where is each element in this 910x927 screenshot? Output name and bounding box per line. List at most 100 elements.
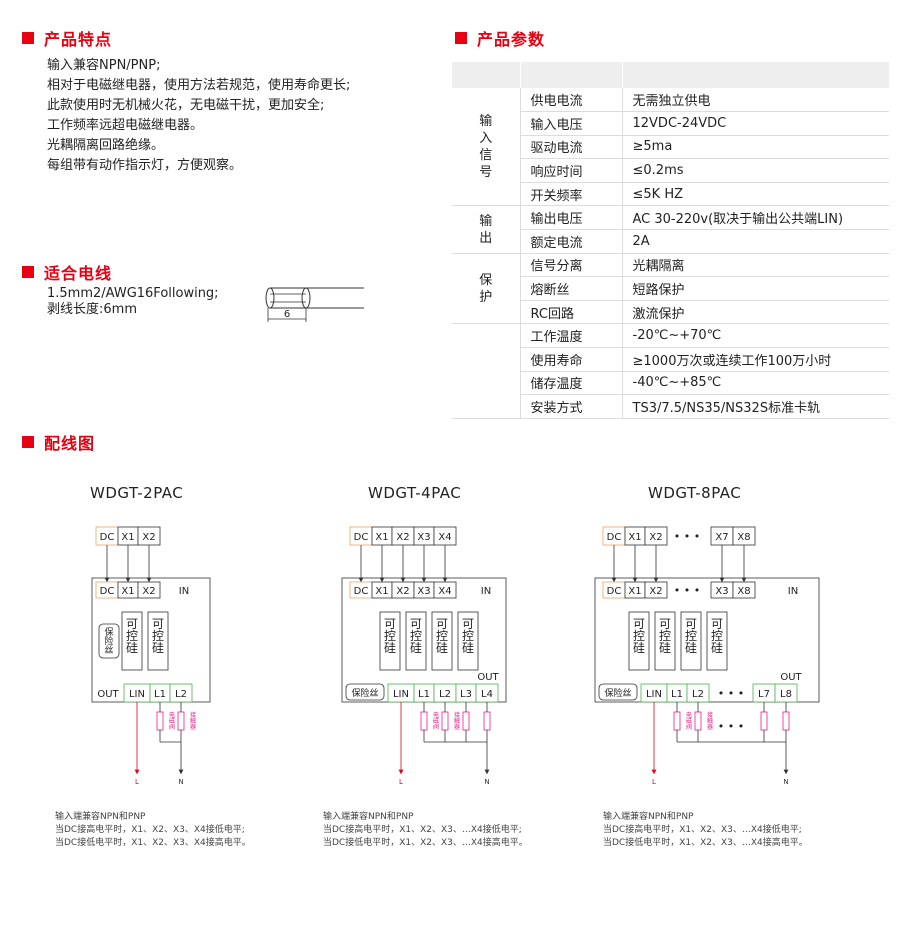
feature-item: 相对于电磁继电器，使用方法若规范，使用寿命更长;: [47, 78, 351, 93]
coil-box: [782, 711, 790, 731]
scr-label: 可: [659, 617, 671, 631]
coil-box: [673, 711, 681, 731]
ellipsis: • • •: [718, 720, 744, 733]
scr-label: 可: [462, 617, 474, 631]
diagram-label: X1: [375, 586, 388, 597]
scr-label: 硅: [711, 641, 723, 655]
fuse-box: [345, 683, 385, 701]
diagram-label: L2: [175, 689, 187, 700]
table-row: 驱动电流≥5ma: [452, 135, 889, 160]
scr-label: 可: [126, 617, 138, 631]
scr-module: [706, 611, 728, 671]
coil-box: [462, 711, 470, 731]
coil-box: [483, 711, 491, 731]
diagram-label: DC: [607, 586, 622, 597]
ellipsis: • • •: [674, 530, 700, 543]
scr-label: 控: [410, 629, 422, 643]
table-row: RC回路激流保护: [452, 300, 889, 325]
scr-label: 控: [436, 629, 448, 643]
diagram-label: L8: [780, 689, 792, 700]
scr-module: [457, 611, 479, 671]
scr-label: 可: [711, 617, 723, 631]
diagram-label: LIN: [129, 689, 145, 700]
load-label: 接: [454, 711, 460, 719]
diagram-label: L1: [418, 689, 430, 700]
scr-label: 控: [685, 629, 697, 643]
diagram-label: L3: [460, 689, 472, 700]
load-label: 阀: [433, 723, 439, 731]
diagram-label: L2: [439, 689, 451, 700]
coil-box: [177, 711, 185, 731]
feature-item: 每组带有动作指示灯，方便观察。: [47, 158, 243, 173]
load-label: 触: [454, 717, 460, 725]
scr-module: [147, 611, 169, 671]
diagram-label: DC: [354, 532, 369, 543]
out-label: OUT: [477, 672, 499, 683]
table-row: 使用寿命≥1000万次或连续工作100万小时: [452, 347, 889, 372]
wire-spec: 1.5mm2/AWG16Following; 剥线长度:6mm: [47, 286, 219, 318]
table-row: 开关频率≤5K HZ: [452, 182, 889, 207]
diagram-label: DC: [354, 586, 369, 597]
l-label: L: [652, 778, 656, 786]
diagram-label: L7: [758, 689, 770, 700]
table-header-row: [452, 62, 889, 88]
diagram-label: L1: [671, 689, 683, 700]
diagram-label: L1: [154, 689, 166, 700]
load-label: 阀: [169, 723, 175, 731]
diagram-label: X1: [375, 532, 388, 543]
scr-module: [405, 611, 427, 671]
scr-label: 硅: [633, 641, 645, 655]
table-row: 响应时间≤0.2ms: [452, 158, 889, 183]
scr-label: 控: [659, 629, 671, 643]
table-row: 输出 输出电压 AC 30-220v(取决于输出公共端LIN): [452, 205, 889, 254]
table-row: 储存温度-40℃~+85℃: [452, 371, 889, 396]
group-output: 输出: [452, 205, 520, 254]
diagram-label: DC: [607, 532, 622, 543]
n-label: N: [484, 778, 489, 786]
scr-module: [431, 611, 453, 671]
coil-box: [760, 711, 768, 731]
scr-label: 硅: [659, 641, 671, 655]
feature-item: 光耦隔离回路绝缘。: [47, 138, 165, 153]
group-protect: 保护: [452, 253, 520, 325]
n-label: N: [783, 778, 788, 786]
out-label: OUT: [780, 672, 802, 683]
scr-module: [121, 611, 143, 671]
scr-module: [680, 611, 702, 671]
table-row: 工作温度-20℃~+70℃: [452, 323, 889, 419]
ellipsis: • • •: [674, 584, 700, 597]
fuse-box: [98, 623, 120, 659]
red-square-icon: [22, 436, 34, 448]
scr-label: 硅: [152, 641, 164, 655]
scr-label: 控: [711, 629, 723, 643]
table-row: 输入信号 供电电流 无需独立供电: [452, 88, 889, 207]
scr-label: 可: [633, 617, 645, 631]
scr-label: 控: [633, 629, 645, 643]
fuse-label: 保险丝: [604, 687, 631, 699]
load-label: 触: [707, 717, 713, 725]
diagram-label: DC: [100, 586, 115, 597]
out-label: OUT: [97, 689, 119, 700]
in-label: IN: [481, 586, 491, 597]
model-title: WDGT-2PAC: [90, 484, 184, 502]
scr-module: [379, 611, 401, 671]
ellipsis: • • •: [718, 687, 744, 700]
load-label: 阀: [686, 723, 692, 731]
diagram-label: LIN: [646, 689, 662, 700]
scr-label: 控: [152, 629, 164, 643]
diagram-label: X3: [417, 532, 430, 543]
scr-label: 控: [462, 629, 474, 643]
scr-label: 硅: [685, 641, 697, 655]
fuse-label: 保险丝: [351, 687, 378, 699]
fuse-box: [598, 683, 638, 701]
diagram-label: DC: [100, 532, 115, 543]
fuse-label: 保: [104, 626, 113, 638]
scr-label: 硅: [126, 641, 138, 655]
load-label: 触: [190, 717, 196, 725]
